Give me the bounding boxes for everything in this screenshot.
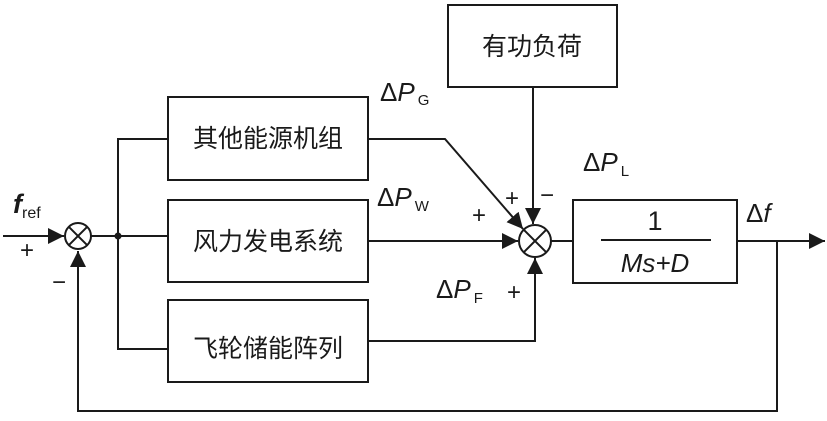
- tf-denominator: Ms+D: [621, 248, 690, 278]
- block-other-sources: 其他能源机组: [167, 96, 369, 181]
- delta-f-label: Δf: [746, 198, 773, 228]
- right-plus-w-sign: +: [472, 202, 486, 229]
- delta-pf-arrow: [368, 258, 543, 342]
- svg-text:其他能源机组: 其他能源机组: [193, 124, 343, 153]
- block-transfer-function: 1 Ms+D: [572, 199, 738, 284]
- svg-text:有功负荷: 有功负荷: [482, 32, 582, 61]
- svg-text:飞轮储能阵列: 飞轮储能阵列: [193, 334, 343, 363]
- right-summing-junction: [518, 224, 552, 258]
- block-wind-system: 风力发电系统: [167, 199, 369, 283]
- f-ref-label: fref: [13, 189, 41, 222]
- right-plus-f-sign: +: [507, 279, 521, 306]
- branch-bus: [117, 138, 168, 350]
- tf-numerator: 1: [647, 206, 662, 236]
- left-minus-sign: −: [52, 269, 66, 296]
- left-plus-sign: +: [20, 237, 34, 264]
- feedback-path: [70, 241, 778, 412]
- svg-text:风力发电系统: 风力发电系统: [193, 227, 343, 256]
- block-flywheel-array: 飞轮储能阵列: [167, 299, 369, 383]
- left-summing-junction: [64, 222, 92, 250]
- right-plus-g-sign: +: [505, 185, 519, 212]
- block-active-load: 有功负荷: [447, 4, 618, 88]
- delta-pg-arrow: [368, 138, 524, 230]
- right-minus-l-sign: −: [540, 182, 554, 209]
